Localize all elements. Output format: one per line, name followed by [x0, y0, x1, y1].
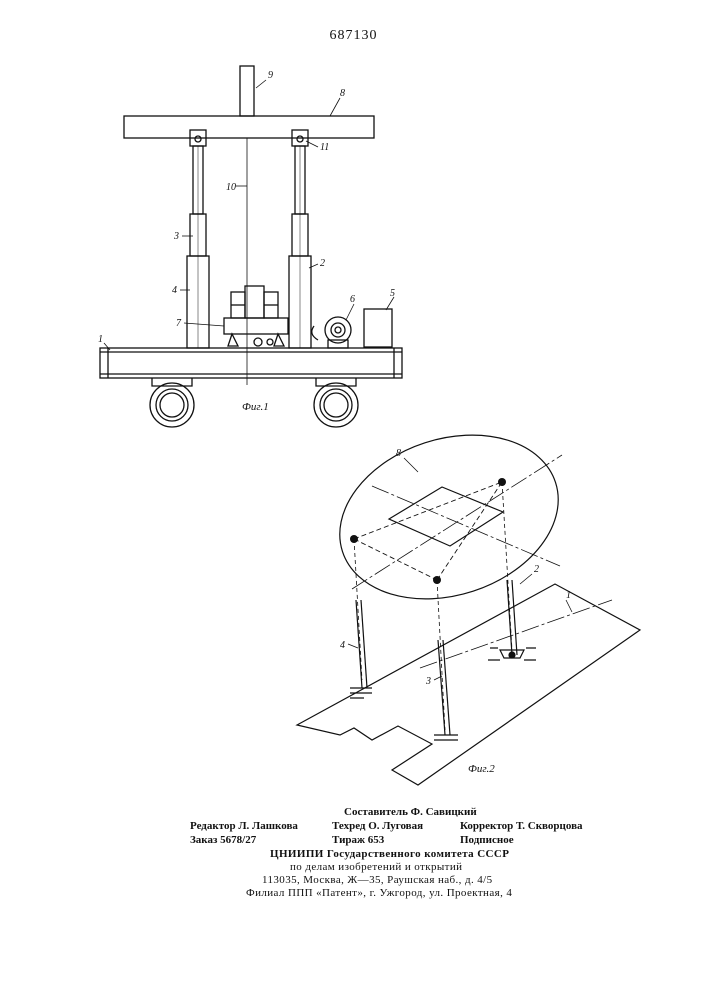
- fig2-label-1: 1: [566, 590, 571, 601]
- fig2-label-3: 3: [425, 676, 431, 687]
- corrector: Корректор Т. Скворцова: [460, 820, 583, 833]
- center-plate: [389, 487, 503, 546]
- techred: Техред О. Луговая: [332, 820, 423, 833]
- order: Заказ 5678/27: [190, 834, 256, 847]
- fig2-label-8: 8: [396, 448, 401, 459]
- hinge-dot-left: [350, 535, 358, 543]
- fig2-label-4: 4: [340, 640, 345, 651]
- hinge-dot-center: [433, 576, 441, 584]
- fig2-caption: Фиг.2: [468, 763, 495, 775]
- org-line-2: по делам изобретений и открытий: [290, 861, 462, 874]
- address: 113035, Москва, Ж—35, Раушская наб., д. …: [262, 874, 493, 887]
- platform-ellipse: [318, 408, 579, 626]
- org-line-1: ЦНИИПИ Государственного комитета СССР: [270, 848, 509, 861]
- subscription: Подписное: [460, 834, 514, 847]
- hinge-dot-right: [498, 478, 506, 486]
- editor: Редактор Л. Лашкова: [190, 820, 298, 833]
- print-run: Тираж 653: [332, 834, 384, 847]
- fig2-label-2: 2: [534, 564, 539, 575]
- base-plate: [297, 584, 640, 785]
- branch: Филиал ППП «Патент», г. Ужгород, ул. Про…: [246, 887, 512, 900]
- compiler: Составитель Ф. Савицкий: [344, 806, 477, 819]
